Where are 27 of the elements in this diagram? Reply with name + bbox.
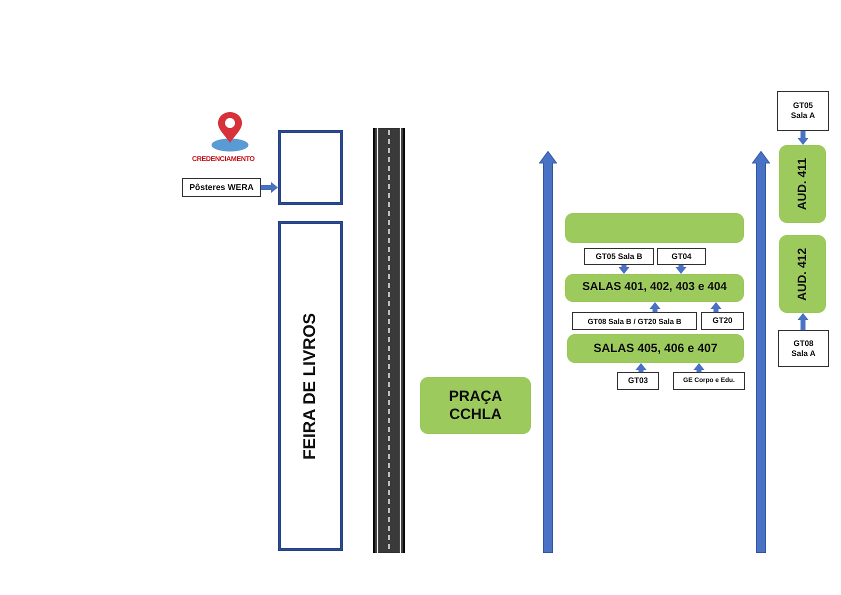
poster-tag: Pôsteres WERA [182,178,261,197]
room-label: AUD. 411 [795,158,810,210]
area-label: FEIRA DE LIVROS [300,312,320,460]
room-block [779,145,826,223]
room-block: SALAS 401, 402, 403 e 404 [565,274,744,302]
arrow [638,363,644,372]
session-tag: GT05 Sala B [584,248,654,265]
session-tag: GT03 [617,372,659,390]
arrow [696,363,702,372]
room-label: AUD. 412 [795,248,810,300]
room-block [779,235,826,313]
arrow [800,131,806,145]
session-tag: GT20 [701,312,744,330]
book-fair-area [278,221,343,551]
session-tag: GT04 [657,248,706,265]
room-block: SALAS 405, 406 e 407 [567,334,744,363]
arrow [620,265,628,274]
empty-block [565,213,744,243]
arrow [712,302,720,312]
arrow [261,184,278,191]
arrow [652,302,658,312]
arrow [800,313,806,330]
arrow [678,265,684,274]
room-block: PRAÇA CCHLA [420,377,531,434]
session-tag: GT08 Sala A [778,330,829,367]
empty-frame [278,130,343,205]
session-tag: GT05 Sala A [777,91,829,131]
